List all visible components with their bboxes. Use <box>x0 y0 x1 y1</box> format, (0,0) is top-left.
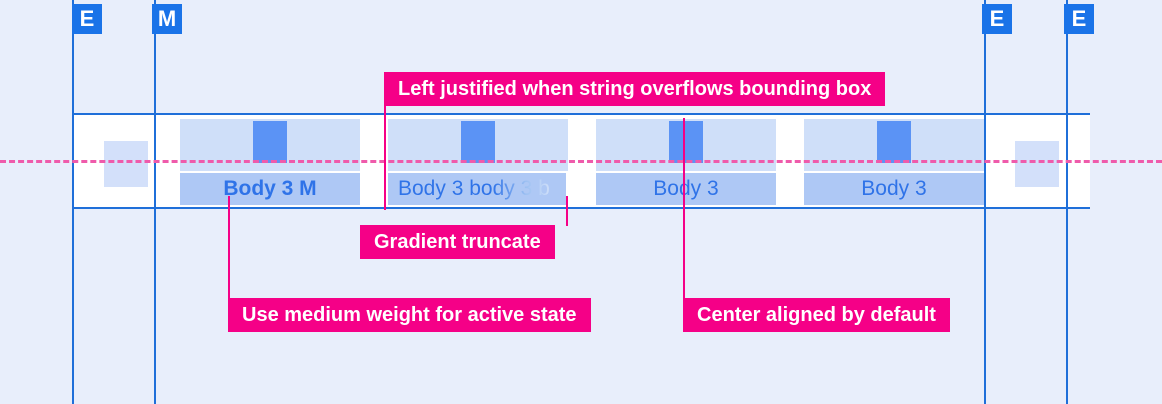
guide-tag-m: M <box>152 4 182 34</box>
guide-tag-e-right-outer: E <box>1064 4 1094 34</box>
guide-tag-e-left: E <box>72 4 102 34</box>
vertical-center-guide <box>0 160 1162 163</box>
center-aligned-leader-line <box>683 118 685 298</box>
tab-3-label: Body 3 <box>596 173 776 205</box>
placeholder-square-left <box>104 141 148 187</box>
annotation-gradient-truncate: Gradient truncate <box>360 225 555 259</box>
overflow-leader-line <box>384 104 386 210</box>
tab-2-label-background <box>388 173 566 205</box>
tab-2-label-wrap: Body 3 body 3 b <box>388 173 568 205</box>
annotation-center-aligned: Center aligned by default <box>683 298 950 332</box>
medium-weight-leader-line <box>228 196 230 298</box>
annotation-medium-weight: Use medium weight for active state <box>228 298 591 332</box>
placeholder-square-right <box>1015 141 1059 187</box>
guide-line-m <box>154 0 156 404</box>
annotation-overflow: Left justified when string overflows bou… <box>384 72 886 106</box>
guide-line-e-left <box>72 0 74 404</box>
tab-3-glyph-icon <box>669 121 703 163</box>
tab-1-glyph-icon <box>253 121 287 163</box>
tab-2-label: Body 3 body 3 b <box>398 173 550 205</box>
tab-1-label: Body 3 M <box>180 173 360 205</box>
tab-4-label: Body 3 <box>804 173 984 205</box>
tab-4-glyph-icon <box>877 121 911 163</box>
guide-line-e-right-outer <box>1066 0 1068 404</box>
gradient-leader-line <box>566 196 568 226</box>
guide-tag-e-right-inner: E <box>982 4 1012 34</box>
tab-2-glyph-icon <box>461 121 495 163</box>
guide-line-e-right-inner <box>984 0 986 404</box>
